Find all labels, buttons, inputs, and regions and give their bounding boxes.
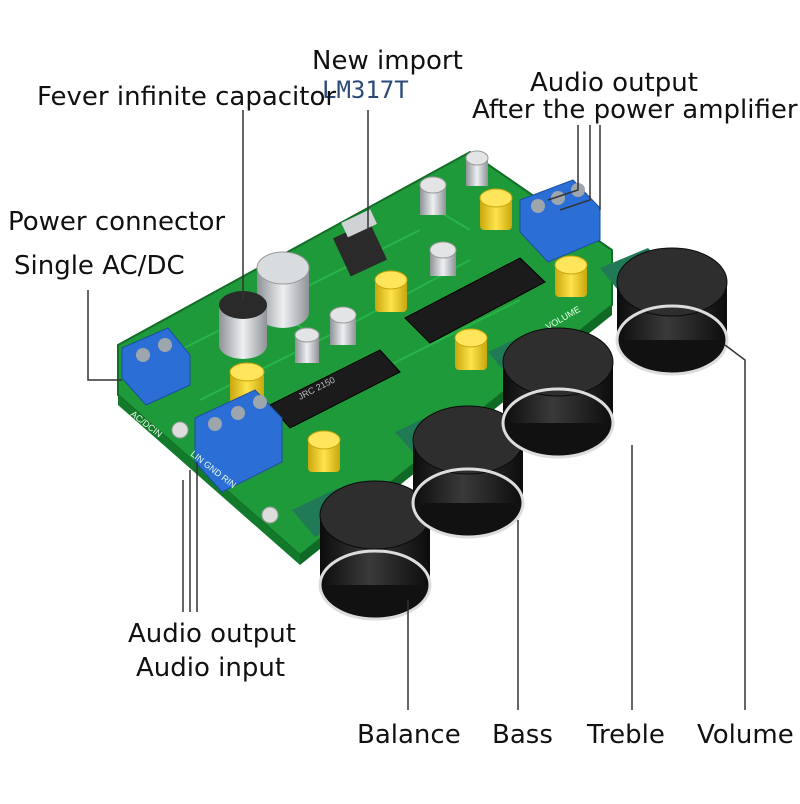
callout-lines [87,110,746,710]
power-connector-label: Power connector [8,207,226,237]
new-import-label: New import [312,46,463,76]
bass-label: Bass [492,720,553,750]
terminal-audio-out [519,179,601,263]
knob-balance [292,480,432,621]
mount-hole [261,506,279,524]
knob-treble [488,327,615,459]
balance-label: Balance [357,720,461,750]
terminal-power-in [121,327,191,406]
capacitor-silver-large [256,251,310,328]
capacitor-silver-small [465,150,489,186]
capacitor-yellow [479,188,513,230]
lm317t-label: LM317T [322,76,409,104]
pcb-edge [118,395,300,565]
audio-output-top-label: Audio output [530,68,698,98]
capacitor-silver-small [329,306,357,345]
knob-volume [600,247,729,376]
capacitor-silver-small [419,176,447,215]
capacitor-yellow [454,328,488,370]
audio-output-bottom-label: Audio output [128,619,296,649]
ic-chip-right [404,257,546,344]
mount-hole [171,421,189,439]
audio-input-label: Audio input [136,653,286,683]
capacitor-yellow [374,270,408,312]
after-amplifier-label: After the power amplifier [472,95,798,125]
capacitor-silver-large-2 [219,291,267,359]
capacitor-silver-small [294,327,320,363]
treble-label: Treble [587,720,665,750]
capacitor-yellow [554,255,588,297]
capacitor-yellow [307,430,341,472]
fever-capacitor-label: Fever infinite capacitor [37,82,337,112]
capacitor-silver-small [429,241,457,276]
terminal-audio-in [194,389,283,493]
single-acdc-label: Single AC/DC [14,251,185,281]
volume-label: Volume [697,720,794,750]
